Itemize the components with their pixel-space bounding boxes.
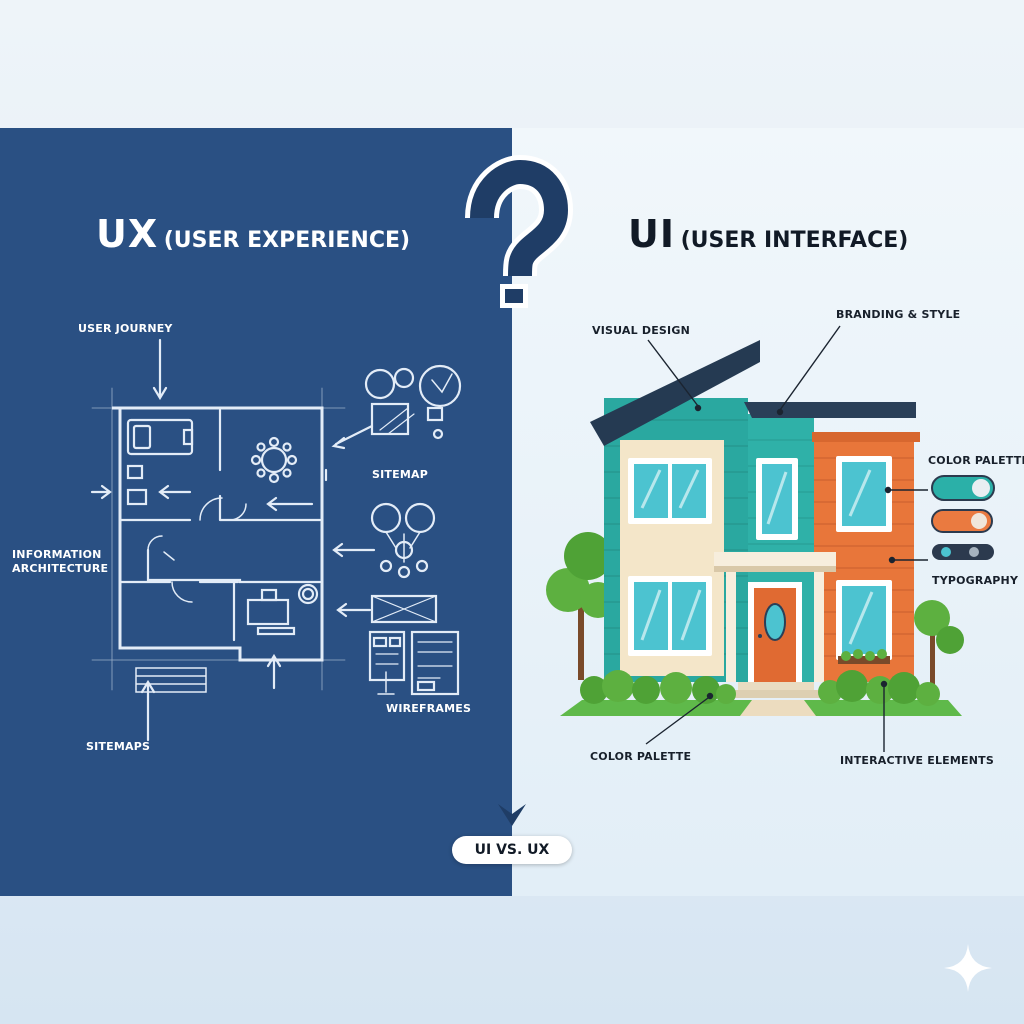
label-color-palette-bottom: COLOR PALETTE: [590, 750, 692, 763]
label-information: INFORMATION: [12, 548, 102, 561]
label-user-journey: USER JOURNEY: [78, 322, 173, 335]
ux-title: UX (USER EXPERIENCE): [96, 212, 410, 256]
label-wireframes: WIREFRAMES: [386, 702, 472, 715]
label-interactive-elements: INTERACTIVE ELEMENTS: [840, 754, 994, 767]
ui-toggles: [931, 475, 995, 560]
comparison-badge: UI VS. UX: [452, 836, 572, 864]
label-color-palette-top: COLOR PALETTE: [928, 454, 1024, 467]
label-architecture: ARCHITECTURE: [12, 562, 109, 575]
ux-title-main: UX: [96, 212, 159, 256]
ux-panel: [0, 128, 512, 896]
blueprint-floorplan: [90, 338, 462, 742]
label-sitemaps: SITEMAPS: [86, 740, 151, 753]
label-sitemap: SITEMAP: [372, 468, 428, 481]
ui-title: UI (USER INTERFACE): [628, 212, 908, 256]
ui-callout-lines: [645, 325, 928, 752]
label-branding-style: BRANDING & STYLE: [836, 308, 961, 321]
label-visual-design: VISUAL DESIGN: [592, 324, 690, 337]
label-typography: TYPOGRAPHY: [932, 574, 1019, 587]
question-mark-icon: [465, 154, 574, 308]
ui-title-sub: (USER INTERFACE): [680, 228, 909, 253]
ux-title-sub: (USER EXPERIENCE): [163, 228, 411, 253]
house-illustration: [546, 340, 964, 716]
chevron-down-icon: [498, 804, 526, 826]
sparkle-icon: [944, 944, 992, 992]
ui-title-main: UI: [628, 212, 675, 256]
